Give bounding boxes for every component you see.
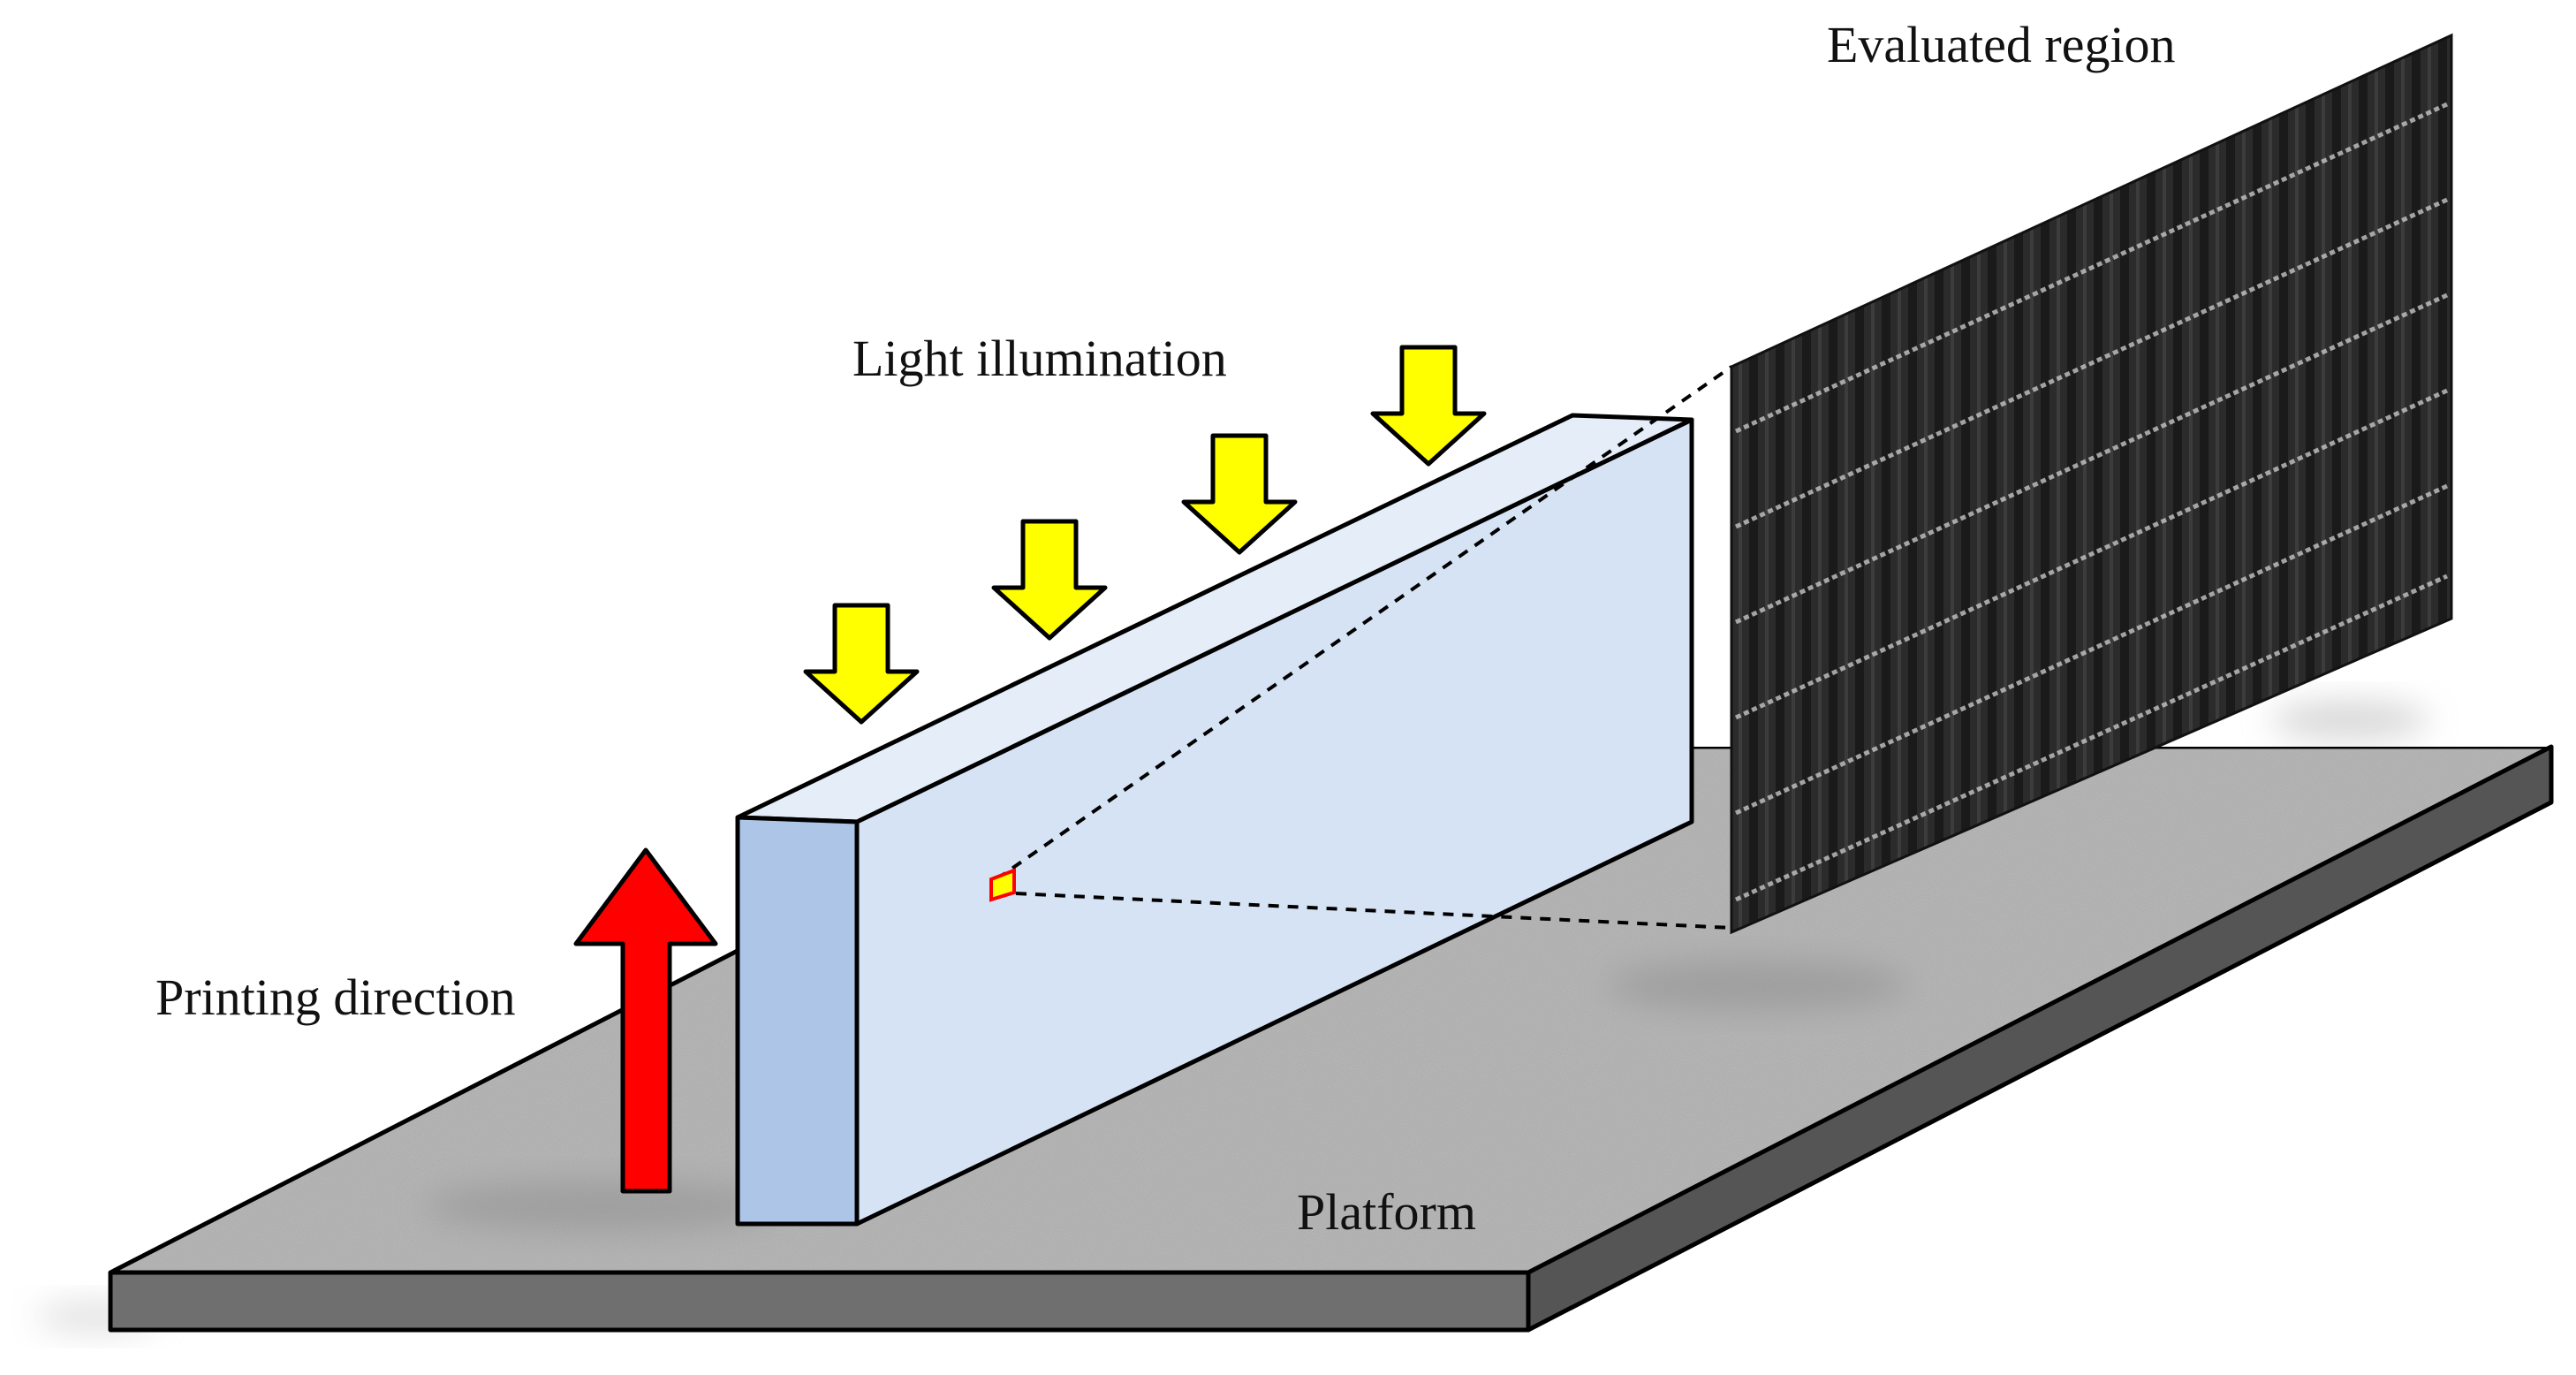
- light-illumination-arrows: [803, 345, 1487, 725]
- down-arrow-icon: [1181, 433, 1298, 555]
- down-arrow-icon: [803, 603, 920, 725]
- down-arrow-icon: [1370, 345, 1487, 467]
- printing-direction-label: Printing direction: [155, 969, 516, 1026]
- printed-specimen: [735, 413, 1694, 1227]
- light-illumination-label: Light illumination: [852, 330, 1227, 387]
- up-arrow-icon: [573, 847, 718, 1194]
- zoom-lines: [995, 365, 1733, 930]
- evaluated-region-image: [1730, 33, 2453, 935]
- platform-front-side: [108, 1270, 1531, 1333]
- platform: [35, 701, 2554, 1333]
- down-arrow-icon: [991, 519, 1108, 641]
- specimen-end-face: [735, 815, 860, 1227]
- platform-label: Platform: [1297, 1183, 1476, 1241]
- evaluated-region-label: Evaluated region: [1827, 16, 2176, 73]
- evaluated-spot-marker: [989, 868, 1016, 902]
